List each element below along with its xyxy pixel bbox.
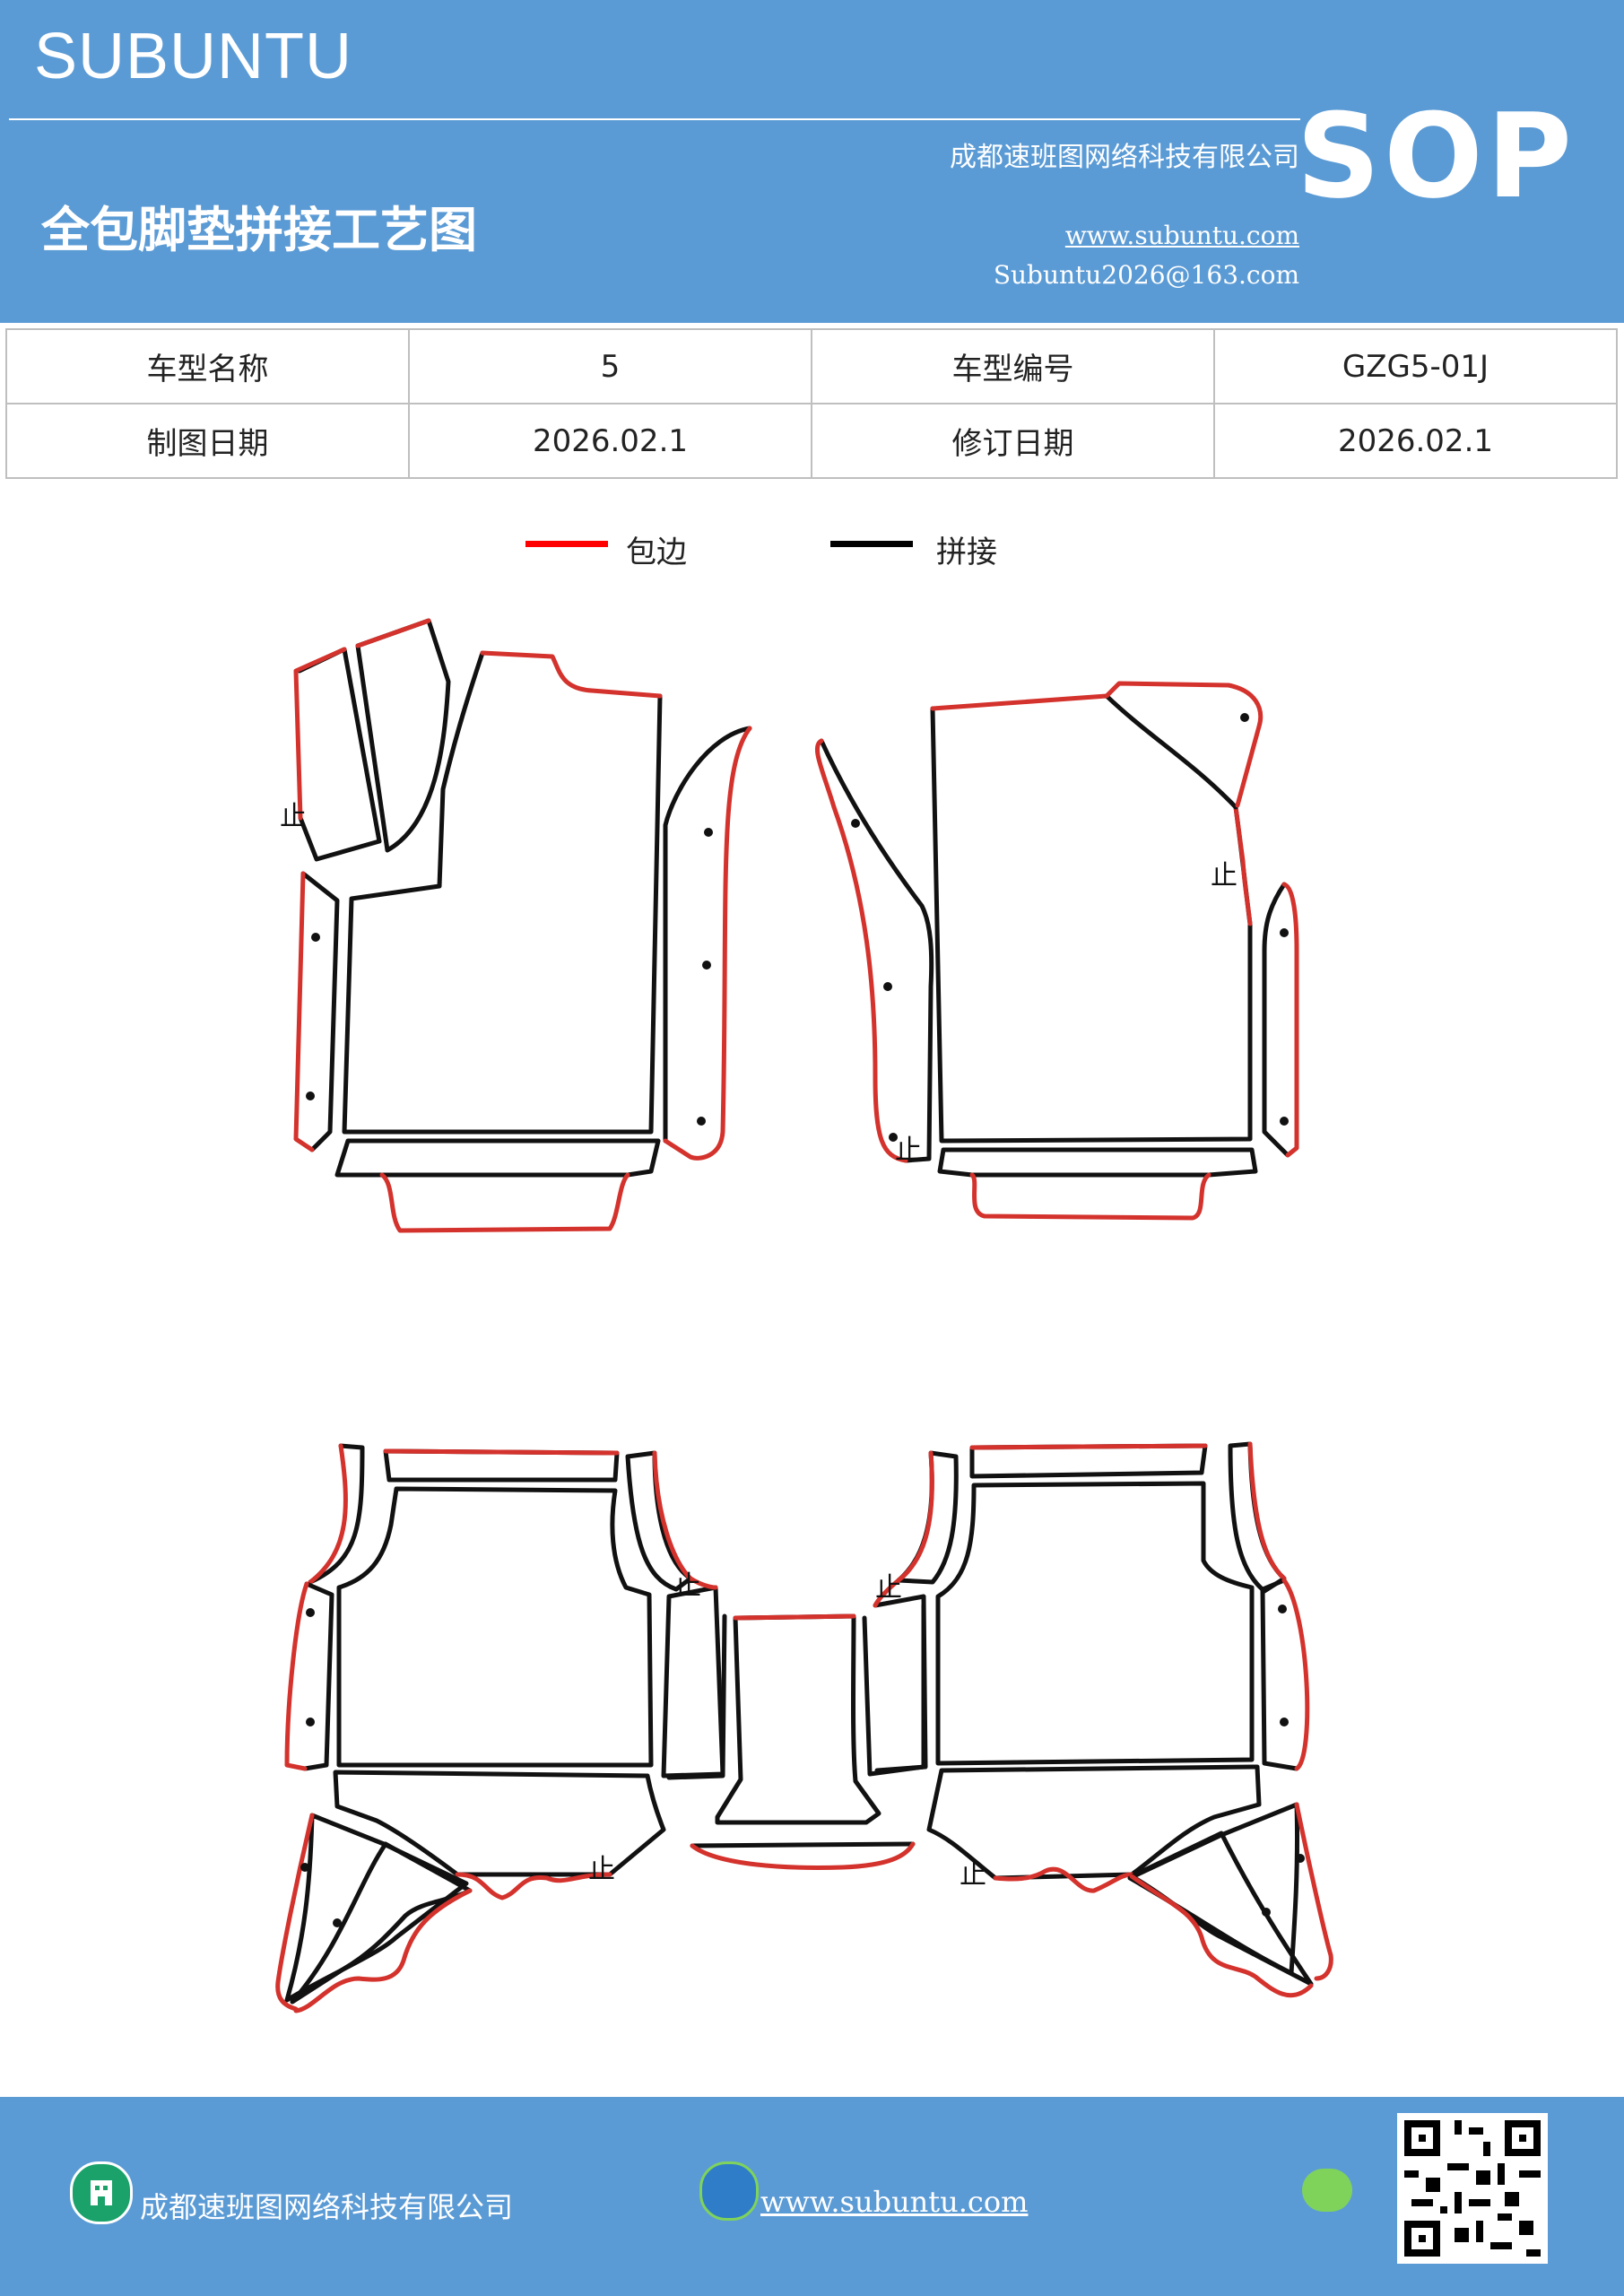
rr-top-bar <box>969 1443 1208 1479</box>
wechat-icon <box>1302 2169 1352 2212</box>
table-row: 车型名称 5 车型编号 GZG5-01J <box>5 328 1618 404</box>
rl-top-left-strip <box>308 1443 365 1585</box>
rear-left-mat: 止 止 <box>275 1443 725 2013</box>
vehicle-info-table: 车型名称 5 车型编号 GZG5-01J 制图日期 2026.02.1 修订日期… <box>5 328 1618 479</box>
fr-left-edge-panel <box>819 738 934 1163</box>
stop-mark: 止 <box>1211 860 1238 891</box>
rl-inner-edge-panel <box>661 1585 725 1779</box>
rl-left-edge-panel <box>302 1581 334 1771</box>
fr-heel-pad <box>937 1147 1258 1178</box>
seam-legend-swatch <box>830 541 913 547</box>
website-link[interactable]: www.subuntu.com <box>1064 221 1299 250</box>
table-cell: 2026.02.1 <box>1213 403 1618 479</box>
rr-top-left-strip <box>896 1450 959 1585</box>
fl-top-left-panel <box>297 647 382 862</box>
rl-lower-left-flap <box>284 1813 469 2003</box>
seam-legend-label: 拼接 <box>936 535 997 570</box>
table-cell: 车型编号 <box>811 328 1215 404</box>
table-cell: GZG5-01J <box>1213 328 1618 404</box>
brand-logo-text: SUBUNTU <box>34 21 353 92</box>
fl-main-panel <box>342 650 663 1135</box>
table-row: 制图日期 2026.02.1 修订日期 2026.02.1 <box>5 403 1618 479</box>
front-left-mat: 止 <box>280 618 752 1233</box>
legend: 包边 拼接 <box>0 520 1624 574</box>
stop-mark: 止 <box>875 1572 902 1604</box>
page-header: SUBUNTU 全包脚垫拼接工艺图 成都速班图网络科技有限公司 www.subu… <box>0 0 1624 323</box>
rl-lower-inner-flap <box>290 1841 473 2005</box>
fr-right-edge-panel <box>1262 882 1290 1158</box>
table-cell: 车型名称 <box>5 328 410 404</box>
qr-code-icon <box>1397 2113 1548 2264</box>
rr-main-panel <box>935 1481 1255 1766</box>
fl-heel-pad <box>334 1138 661 1178</box>
floor-mat-diagram: 止 止 止 <box>275 618 1333 2013</box>
rr-inner-edge-panel <box>873 1594 928 1773</box>
table-cell: 制图日期 <box>5 403 410 479</box>
fr-top-corner-panel <box>1104 693 1238 810</box>
footer-website-link[interactable]: www.subuntu.com <box>760 2185 1029 2219</box>
sop-badge: SOP <box>1296 88 1576 224</box>
rear-center-tunnel <box>666 1603 926 1870</box>
stop-mark: 止 <box>674 1570 701 1602</box>
contact-email[interactable]: Subuntu2026@163.com <box>993 260 1299 290</box>
page-footer: 成都速班图网络科技有限公司 www.subuntu.com <box>0 2097 1624 2296</box>
fl-right-edge-panel <box>663 726 752 1144</box>
front-right-mat: 止 止 <box>814 681 1299 1221</box>
rl-main-panel <box>336 1486 654 1768</box>
footer-company-name: 成都速班图网络科技有限公司 <box>140 2190 514 2224</box>
fl-left-edge-panel <box>300 871 340 1152</box>
stop-mark: 止 <box>280 801 307 832</box>
tunnel-right-strip <box>862 1603 926 1777</box>
tunnel-panel <box>715 1613 881 1825</box>
table-cell: 5 <box>408 328 812 404</box>
company-name: 成都速班图网络科技有限公司 <box>950 142 1299 173</box>
edge-legend-label: 包边 <box>626 535 687 570</box>
rr-right-edge-panel <box>1260 1578 1299 1771</box>
stop-mark: 止 <box>895 1135 922 1166</box>
rl-top-bar <box>383 1448 620 1483</box>
header-divider <box>9 118 1300 120</box>
edge-legend-swatch <box>525 541 608 547</box>
fl-top-strip <box>355 618 451 853</box>
stop-mark: 止 <box>960 1859 986 1891</box>
table-cell: 修订日期 <box>811 403 1215 479</box>
building-icon <box>70 2161 133 2224</box>
rear-right-mat: 止 止 <box>873 1441 1333 1998</box>
stop-mark: 止 <box>588 1854 615 1885</box>
document-title: 全包脚垫拼接工艺图 <box>41 202 477 258</box>
globe-icon <box>699 2161 759 2221</box>
table-cell: 2026.02.1 <box>408 403 812 479</box>
tunnel-front-strip <box>690 1841 916 1848</box>
tunnel-left-strip <box>666 1613 727 1780</box>
